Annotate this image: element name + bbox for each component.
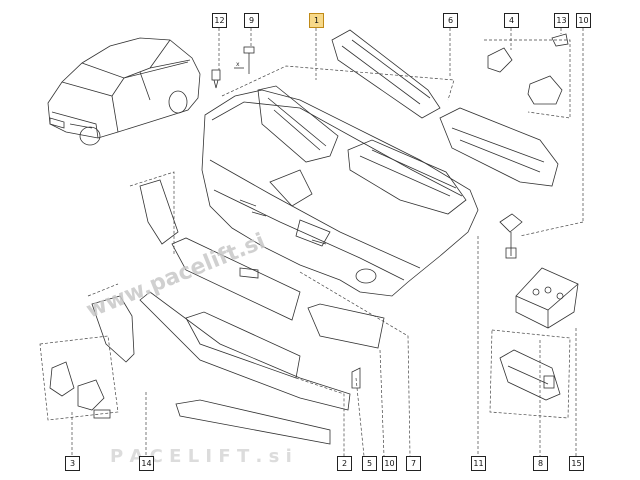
dimension-label: x	[236, 61, 240, 68]
callout-12[interactable]: 12	[212, 13, 227, 28]
callout-10-top[interactable]: 10	[576, 13, 591, 28]
leader-lines	[39, 28, 584, 457]
lower-trim-strips	[49, 179, 385, 445]
callout-3[interactable]: 3	[65, 456, 80, 471]
callout-9[interactable]: 9	[244, 13, 259, 28]
watermark-text-bottom: P A C E L I F T . s i	[110, 446, 292, 467]
grille-upper	[257, 29, 559, 215]
callout-6[interactable]: 6	[443, 13, 458, 28]
callout-5[interactable]: 5	[362, 456, 377, 471]
car-overview-sketch	[47, 37, 201, 146]
callout-15[interactable]: 15	[569, 456, 584, 471]
bumper-bracket	[499, 349, 561, 401]
side-clips	[487, 33, 569, 105]
callout-4[interactable]: 4	[504, 13, 519, 28]
callout-14[interactable]: 14	[139, 456, 154, 471]
hardware-kit-box	[515, 267, 579, 329]
callout-1[interactable]: 1	[309, 13, 324, 28]
callout-2[interactable]: 2	[337, 456, 352, 471]
callout-13[interactable]: 13	[554, 13, 569, 28]
screw-fastener	[234, 46, 255, 74]
callout-10-bottom[interactable]: 10	[382, 456, 397, 471]
callout-8[interactable]: 8	[533, 456, 548, 471]
clip-fastener	[211, 69, 221, 89]
callout-7[interactable]: 7	[406, 456, 421, 471]
callout-11[interactable]: 11	[471, 456, 486, 471]
bumper-shell	[201, 89, 479, 297]
mounting-bracket	[499, 213, 523, 259]
